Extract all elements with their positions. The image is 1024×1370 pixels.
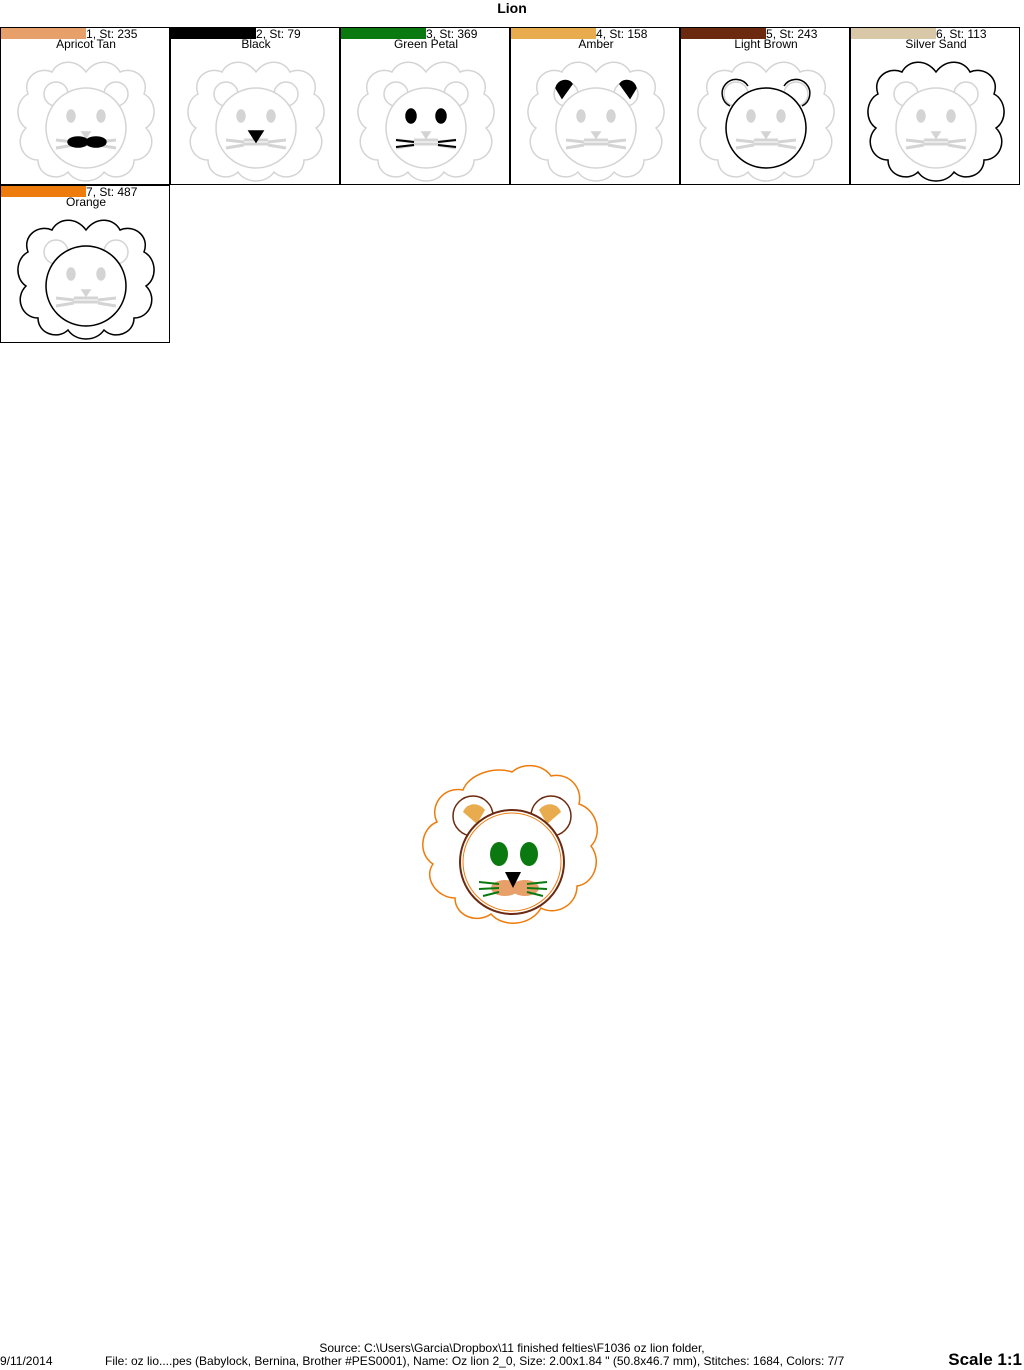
color-thumbnail-2: 2, St: 79 Black [170, 27, 340, 185]
color-thumbnail-6: 6, St: 113 Silver Sand [850, 27, 1020, 185]
whiskers [478, 881, 548, 897]
color-swatch [341, 28, 426, 39]
color-thumbnail-7: 7, St: 487 Orange [0, 185, 170, 343]
lion-step-preview [867, 61, 1005, 182]
print-date: 9/11/2014 [0, 1354, 53, 1368]
color-name: Light Brown [734, 37, 798, 51]
color-thumbnail-1: 1, St: 235 Apricot Tan [0, 27, 170, 185]
stitch-count: 6, St: 113 [936, 27, 987, 41]
color-swatch [171, 28, 256, 39]
color-name: Green Petal [393, 37, 459, 51]
stitch-count: 1, St: 235 [86, 27, 138, 41]
color-name: Orange [65, 195, 107, 209]
stitch-count: 2, St: 79 [256, 27, 301, 41]
stitch-count: 3, St: 369 [426, 27, 478, 41]
stitch-count: 5, St: 243 [766, 27, 818, 41]
color-name: Silver Sand [905, 37, 967, 51]
color-thumbnail-3: 3, St: 369 Green Petal [340, 27, 510, 185]
source-path: Source: C:\Users\Garcia\Dropbox\11 finis… [319, 1341, 705, 1355]
color-swatch [851, 28, 936, 39]
lion-step-preview [527, 61, 665, 182]
face-outline [459, 809, 565, 915]
color-name: Apricot Tan [56, 37, 116, 51]
color-thumbnail-4: 4, St: 158 Amber [510, 27, 680, 185]
color-swatch [511, 28, 596, 39]
color-swatch [681, 28, 766, 39]
color-swatch [1, 28, 86, 39]
color-swatch [1, 186, 86, 197]
nose [505, 872, 521, 888]
lion-step-preview [17, 61, 155, 182]
lion-step-preview [697, 61, 835, 182]
scale-label: Scale 1:1 [948, 1350, 1022, 1369]
stitch-count: 7, St: 487 [86, 185, 138, 199]
color-name: Amber [578, 37, 614, 51]
eye-left [490, 842, 508, 866]
color-thumbnail-5: 5, St: 243 Light Brown [680, 27, 850, 185]
lion-step-preview [357, 61, 495, 182]
color-name: Black [241, 37, 271, 51]
stitch-count: 4, St: 158 [596, 27, 648, 41]
lion-design-preview [422, 764, 598, 924]
lion-step-preview [187, 61, 325, 182]
lion-step-preview [17, 219, 155, 340]
file-info: File: oz lio....pes (Babylock, Bernina, … [105, 1354, 845, 1368]
page-title: Lion [497, 0, 527, 16]
eye-right [520, 842, 538, 866]
mane-outline [422, 764, 598, 924]
